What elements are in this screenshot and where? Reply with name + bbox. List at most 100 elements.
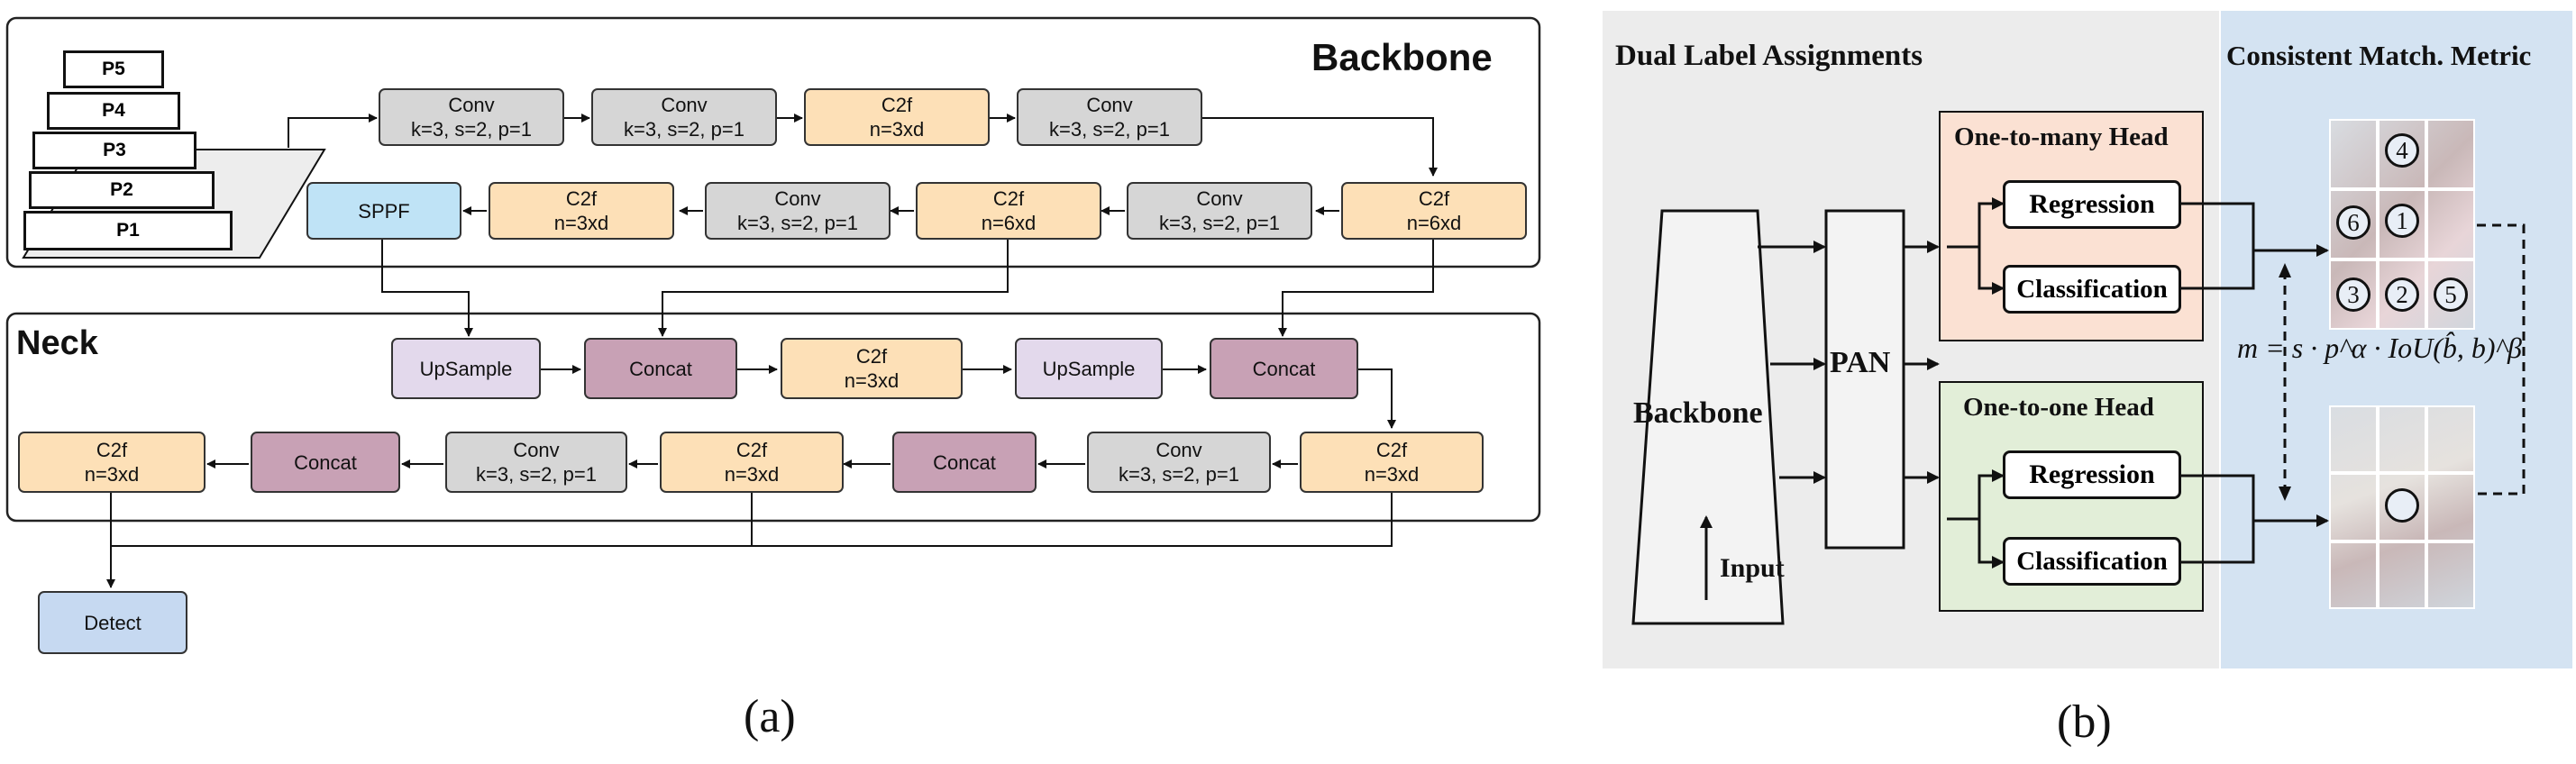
box-params: k=3, s=2, p=1 <box>737 212 858 234</box>
many-regression: Regression <box>2003 180 2181 229</box>
box-params: n=6xd <box>981 212 1037 234</box>
backbone-conv-1: Conv k=3, s=2, p=1 <box>379 88 564 146</box>
caption-b: (b) <box>2057 696 2112 748</box>
box-label: Conv <box>1156 439 1202 461</box>
arrow-concat2-c2f <box>1358 368 1396 429</box>
box-label: Conv <box>1196 187 1243 210</box>
box-label: Concat <box>933 450 996 474</box>
arrow-conv3-c2f6 <box>1202 117 1438 177</box>
backbone-conv-2: Conv k=3, s=2, p=1 <box>591 88 777 146</box>
caption-a: (a) <box>744 691 796 742</box>
one-classification: Classification <box>2003 537 2181 586</box>
one-regression: Regression <box>2003 450 2181 499</box>
arrow-split-cls-one <box>1978 519 2005 568</box>
neck-concat-3: Concat <box>251 432 400 493</box>
match-circle-6: 6 <box>2336 205 2370 240</box>
box-label: Concat <box>629 357 692 380</box>
box-params: n=6xd <box>1406 212 1462 234</box>
backbone-c2f-1: C2f n=3xd <box>804 88 990 146</box>
detect-box: Detect <box>38 591 187 654</box>
line-n7-merge <box>752 493 1393 547</box>
box-params: n=3xd <box>84 463 140 486</box>
arrow-sppf-upsample <box>381 238 473 337</box>
pyramid-level-p5: P5 <box>63 50 164 88</box>
match-circle-1: 1 <box>2385 204 2419 238</box>
input-label: Input <box>1720 553 1785 583</box>
box-params: n=3xd <box>869 118 925 141</box>
pyramid-level-p1: P1 <box>23 211 233 250</box>
box-label: UpSample <box>1042 357 1136 380</box>
neck-upsample-2: UpSample <box>1015 338 1163 399</box>
box-params: k=3, s=2, p=1 <box>1049 118 1170 141</box>
match-circle-2: 2 <box>2385 277 2419 312</box>
match-circle-3: 3 <box>2336 277 2370 312</box>
neck-c2f-1: C2f n=3xd <box>781 338 963 399</box>
box-params: n=3xd <box>1364 463 1420 486</box>
box-params: n=3xd <box>844 369 900 392</box>
arrow-c2f6b-concat <box>658 238 1009 337</box>
box-params: n=3xd <box>553 212 609 234</box>
pyramid-level-p4: P4 <box>47 92 180 130</box>
neck-c2f-out-1: C2f n=3xd <box>18 432 206 493</box>
neck-concat-1: Concat <box>584 338 737 399</box>
neck-conv-1: Conv k=3, s=2, p=1 <box>445 432 627 493</box>
neck-c2f-out-2: C2f n=3xd <box>660 432 844 493</box>
box-label: C2f <box>881 94 913 116</box>
metric-title: Consistent Match. Metric <box>2226 40 2532 71</box>
backbone-title: Backbone <box>1311 36 1493 78</box>
backbone-label-b: Backbone <box>1633 396 1763 430</box>
backbone-frame <box>5 16 1541 268</box>
pan-box <box>1824 209 1905 550</box>
box-params: n=3xd <box>724 463 780 486</box>
backbone-conv-4: Conv k=3, s=2, p=1 <box>705 182 891 240</box>
box-params: k=3, s=2, p=1 <box>476 463 597 486</box>
box-label: Conv <box>1086 94 1133 116</box>
grid-top: 4 6 1 3 2 5 <box>2329 119 2475 330</box>
arrow-split-reg-many <box>1978 197 2005 247</box>
box-label: Concat <box>294 450 357 474</box>
box-label: C2f <box>96 439 128 461</box>
backbone-sppf: SPPF <box>306 182 461 240</box>
backbone-trapezoid <box>1631 209 1785 625</box>
neck-c2f-out-3: C2f n=3xd <box>1300 432 1484 493</box>
many-classification: Classification <box>2003 265 2181 314</box>
dual-assign-title: Dual Label Assignments <box>1615 40 1923 72</box>
box-params: k=3, s=2, p=1 <box>1159 212 1280 234</box>
box-label: Detect <box>84 611 142 634</box>
box-label: C2f <box>992 187 1025 210</box>
match-circle-4: 4 <box>2385 133 2419 168</box>
neck-title: Neck <box>16 324 98 362</box>
box-label: Conv <box>448 94 495 116</box>
grid-bottom <box>2329 405 2475 609</box>
box-label: C2f <box>565 187 598 210</box>
arrow-split-cls-many <box>1978 247 2005 295</box>
pyramid-level-p3: P3 <box>32 132 196 169</box>
pyramid-level-p2: P2 <box>29 171 215 209</box>
neck-upsample-1: UpSample <box>391 338 541 399</box>
one-to-many-title: One-to-many Head <box>1954 123 2169 151</box>
neck-concat-2: Concat <box>1210 338 1358 399</box>
arrow-pyramid-conv1 <box>288 114 378 148</box>
matched-anchor-circle <box>2385 488 2419 523</box>
match-circle-5: 5 <box>2434 277 2468 312</box>
box-params: k=3, s=2, p=1 <box>1119 463 1239 486</box>
box-label: C2f <box>1375 439 1408 461</box>
line-cls-one-out <box>2181 521 2255 564</box>
box-label: C2f <box>855 345 888 368</box>
dashed-match-arrow <box>2432 219 2526 496</box>
backbone-conv-5: Conv k=3, s=2, p=1 <box>1127 182 1312 240</box>
neck-concat-4: Concat <box>892 432 1037 493</box>
box-label: Concat <box>1252 357 1316 380</box>
box-label: UpSample <box>419 357 513 380</box>
backbone-c2f-3: C2f n=6xd <box>916 182 1101 240</box>
line-reg-many-out <box>2181 202 2255 247</box>
box-params: k=3, s=2, p=1 <box>411 118 532 141</box>
arrow-c2f6-concat2 <box>1278 238 1434 337</box>
box-label: Conv <box>774 187 821 210</box>
neck-conv-2: Conv k=3, s=2, p=1 <box>1087 432 1271 493</box>
box-label: C2f <box>735 439 768 461</box>
box-label: SPPF <box>358 199 410 223</box>
backbone-conv-3: Conv k=3, s=2, p=1 <box>1017 88 1202 146</box>
